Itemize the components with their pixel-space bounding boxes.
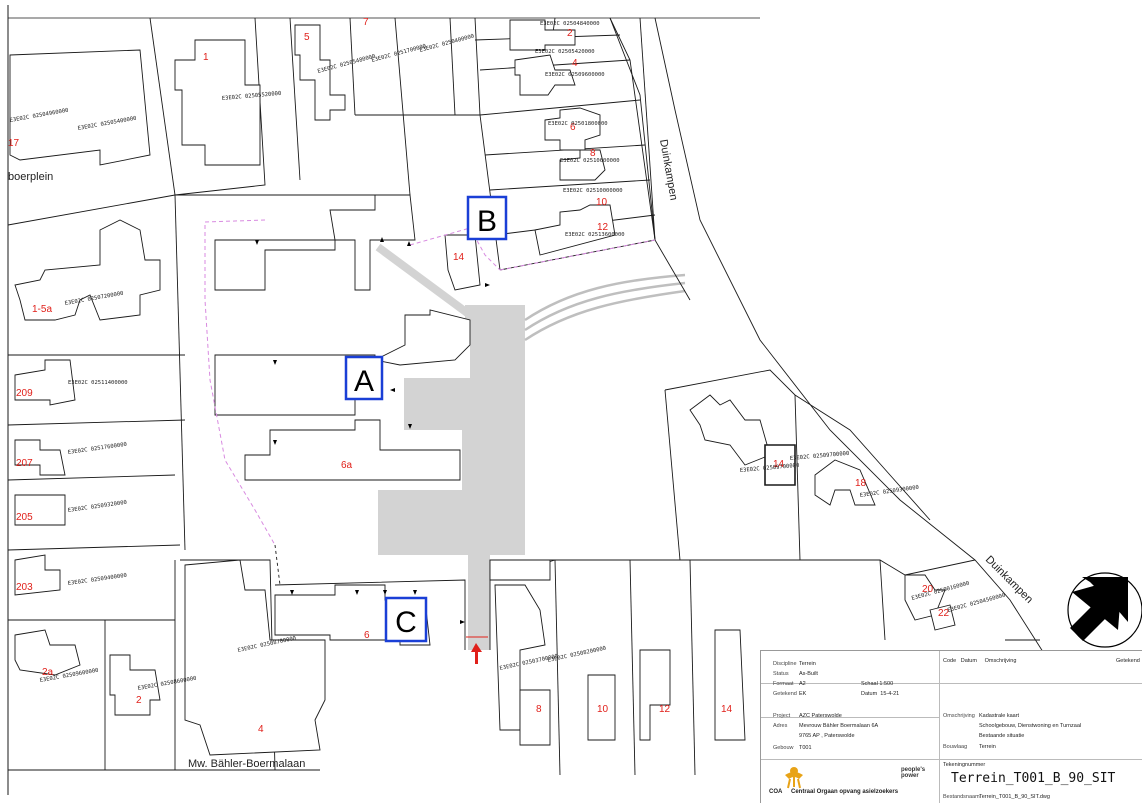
- house-number: 1-5a: [32, 304, 52, 315]
- house-number: 14: [773, 459, 785, 470]
- description-line: Bestaande situatie: [979, 733, 1025, 739]
- revision-date-header: Datum: [960, 658, 977, 664]
- parcel-code: E3E02C 02511400000: [68, 380, 128, 386]
- parcel-code: E3E02C 02504560000: [947, 593, 1006, 614]
- parcel-code: E3E02C 02509320000: [67, 500, 127, 514]
- house-number: 20: [922, 584, 934, 595]
- parcel-code: E3E02C 02510000000: [563, 188, 623, 194]
- house-number: 18: [855, 478, 867, 489]
- parcel-code: E3E02C 02504840000: [540, 21, 600, 27]
- house-number: 1: [203, 52, 209, 63]
- parcel-code: E3E02C 02513600000: [565, 232, 625, 238]
- house-number: 10: [597, 704, 609, 715]
- main-entrance-arrow: [466, 636, 488, 664]
- house-number: 12: [659, 704, 671, 715]
- coa-logo-icon: [785, 767, 803, 789]
- parcel-code: E3E02C 02509700000: [740, 463, 800, 474]
- house-number: 4: [258, 724, 264, 735]
- buildings: [9, 19, 956, 756]
- fence-dashed: [204, 219, 656, 546]
- house-number: 6: [364, 630, 370, 641]
- parcel-code: E3E02C 02510600000: [560, 158, 620, 164]
- parcel-code: E3E02C 02501800000: [548, 121, 608, 127]
- marker-b: B: [466, 195, 508, 241]
- description-line: Schoolgebouw, Dienstwoning en Turnzaal: [979, 723, 1082, 729]
- parcel-code: E3E02C 02509700000: [790, 451, 850, 462]
- svg-text:B: B: [477, 205, 497, 238]
- house-number: 8: [536, 704, 542, 715]
- house-number: 6: [570, 122, 576, 133]
- svg-text:A: A: [354, 365, 374, 398]
- north-arrow-icon: [1067, 572, 1142, 648]
- house-number: 17: [8, 138, 20, 149]
- revision-description-header: Omschrijving: [984, 658, 1017, 664]
- entrance-arrows: [255, 237, 490, 624]
- field-schaal: Schaal 1:500: [861, 681, 894, 687]
- svg-text:C: C: [395, 606, 417, 639]
- drawing-number: Terrein_T001_B_90_SIT: [951, 771, 1116, 786]
- house-number: 203: [16, 582, 33, 593]
- coa-abbr: COA: [769, 789, 783, 795]
- house-number: 14: [453, 252, 465, 263]
- path-curves: [524, 273, 686, 342]
- revision-code-header: Code: [943, 658, 957, 664]
- field-tekeningnummer-label: Tekeningnummer: [943, 762, 986, 768]
- street-name-boerplein: boerplein: [8, 171, 53, 183]
- parcel-code: E3E02C 02509600000: [545, 72, 605, 78]
- house-number: 22: [938, 608, 950, 619]
- house-number: 4: [572, 58, 578, 69]
- house-number: 2: [567, 28, 573, 39]
- street-name-bahler-boermalaan: Mw. Bähler-Boermalaan: [188, 758, 305, 770]
- marker-c: C: [384, 596, 428, 643]
- house-numbers: 1 5 7 2 4 6 8 10 12 14 17 1-5a 209 207 2…: [8, 17, 950, 735]
- title-block: Code Datum Omschrijving Getekend Discipl…: [760, 650, 1142, 803]
- house-number: 2a: [42, 667, 54, 678]
- parcel-code: E3E02C 02517600000: [67, 442, 127, 456]
- house-number: 8: [590, 148, 596, 159]
- parcel-code: E3E02C 0250400000: [419, 34, 475, 54]
- house-number: 209: [16, 388, 33, 399]
- peoples-power-logo: people's power: [901, 767, 926, 779]
- house-number: 12: [597, 222, 609, 233]
- parcel-code: E3E02C 02505420000: [535, 49, 595, 55]
- marker-a: A: [344, 355, 384, 401]
- coa-full-name: Centraal Orgaan opvang asielzoekers: [791, 789, 899, 795]
- parcel-code: E3E02C 02509400000: [67, 573, 127, 587]
- field-bestandsnaam: BestandsnaamTerrein_T001_B_90_SIT.dwg: [943, 794, 1050, 800]
- paved-area: [375, 243, 525, 650]
- house-number: 2: [136, 695, 142, 706]
- house-number: 14: [721, 704, 733, 715]
- house-number: 205: [16, 512, 33, 523]
- field-postcode: 9765 AP , Paterswolde: [799, 733, 855, 739]
- house-number: 7: [363, 17, 369, 28]
- house-number: 10: [596, 197, 608, 208]
- house-number: 5: [304, 32, 310, 43]
- parcel-code: E3E02C 02509300000: [859, 485, 919, 499]
- street-name-duinkampen-upper: Duinkampen: [657, 138, 680, 201]
- revision-drawn-header: Getekend: [1116, 658, 1140, 664]
- house-number: 6a: [341, 460, 353, 471]
- house-number: 207: [16, 458, 33, 469]
- parcel-code: E3E02C 02505520000: [222, 91, 282, 102]
- field-datum: Datum 15-4-21: [861, 691, 900, 697]
